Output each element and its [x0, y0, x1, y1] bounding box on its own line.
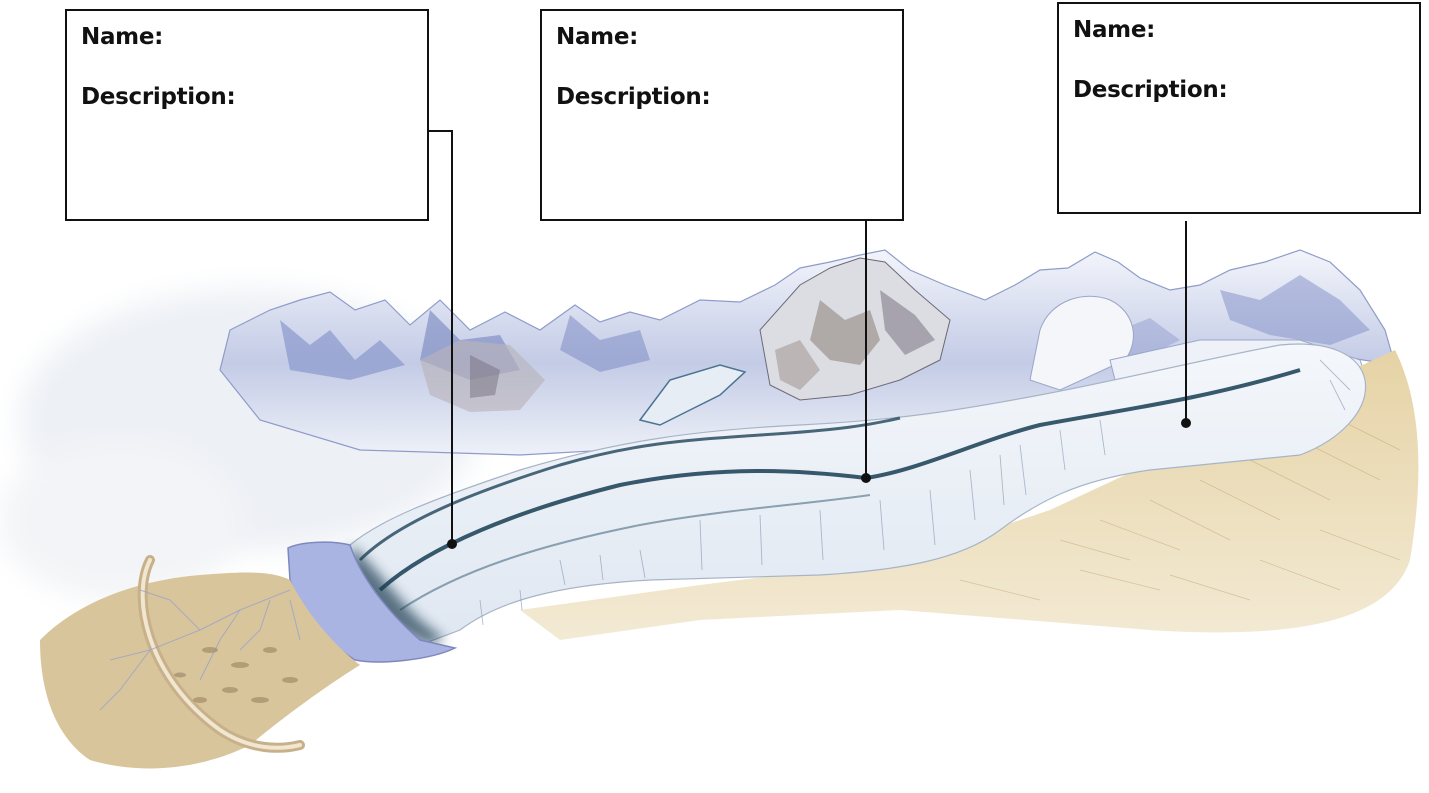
description-label: Description: [1073, 76, 1405, 104]
description-label: Description: [556, 83, 888, 111]
label-box-2[interactable]: Name: Description: [540, 9, 904, 221]
label-box-3[interactable]: Name: Description: [1057, 2, 1421, 214]
pointer-dot-2 [861, 473, 871, 483]
label-box-1[interactable]: Name: Description: [65, 9, 429, 221]
pointer-dot-3 [1181, 418, 1191, 428]
pointer-dot-1 [447, 539, 457, 549]
name-label: Name: [81, 23, 413, 51]
name-label: Name: [1073, 16, 1405, 44]
description-label: Description: [81, 83, 413, 111]
name-label: Name: [556, 23, 888, 51]
